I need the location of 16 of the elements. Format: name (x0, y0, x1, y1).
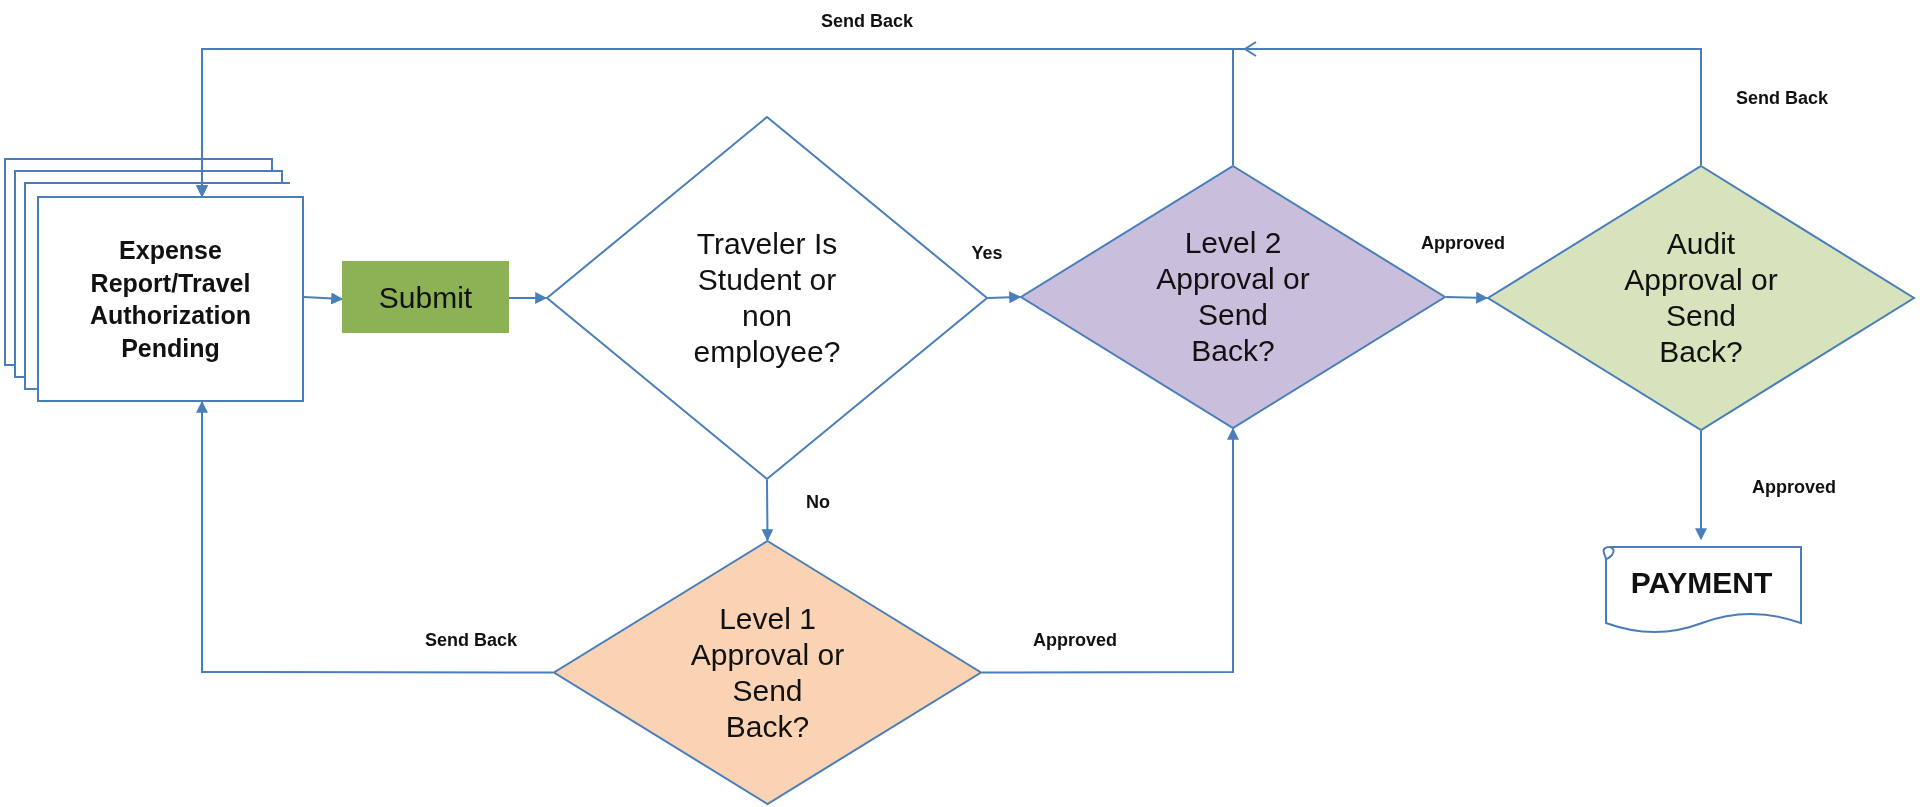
arrow (196, 400, 554, 674)
decision-label: Level 2 Approval or Send Back? (1155, 225, 1311, 369)
decision-label: Traveler Is Student or non employee? (692, 226, 842, 370)
arrow (303, 292, 344, 305)
process-box: Submit (342, 261, 509, 333)
arrow (981, 427, 1239, 674)
decision-label: Audit Approval or Send Back? (1623, 226, 1779, 370)
arrow (196, 41, 1702, 198)
arrow (508, 292, 548, 304)
arrow (987, 291, 1022, 304)
document-box: Expense Report/Travel Authorization Pending (37, 196, 304, 402)
arrow (1445, 291, 1489, 304)
decision-label: Level 1 Approval or Send Back? (689, 600, 846, 745)
document-label: PAYMENT (1630, 566, 1773, 601)
arrow (761, 479, 774, 542)
arrow (1695, 430, 1707, 541)
